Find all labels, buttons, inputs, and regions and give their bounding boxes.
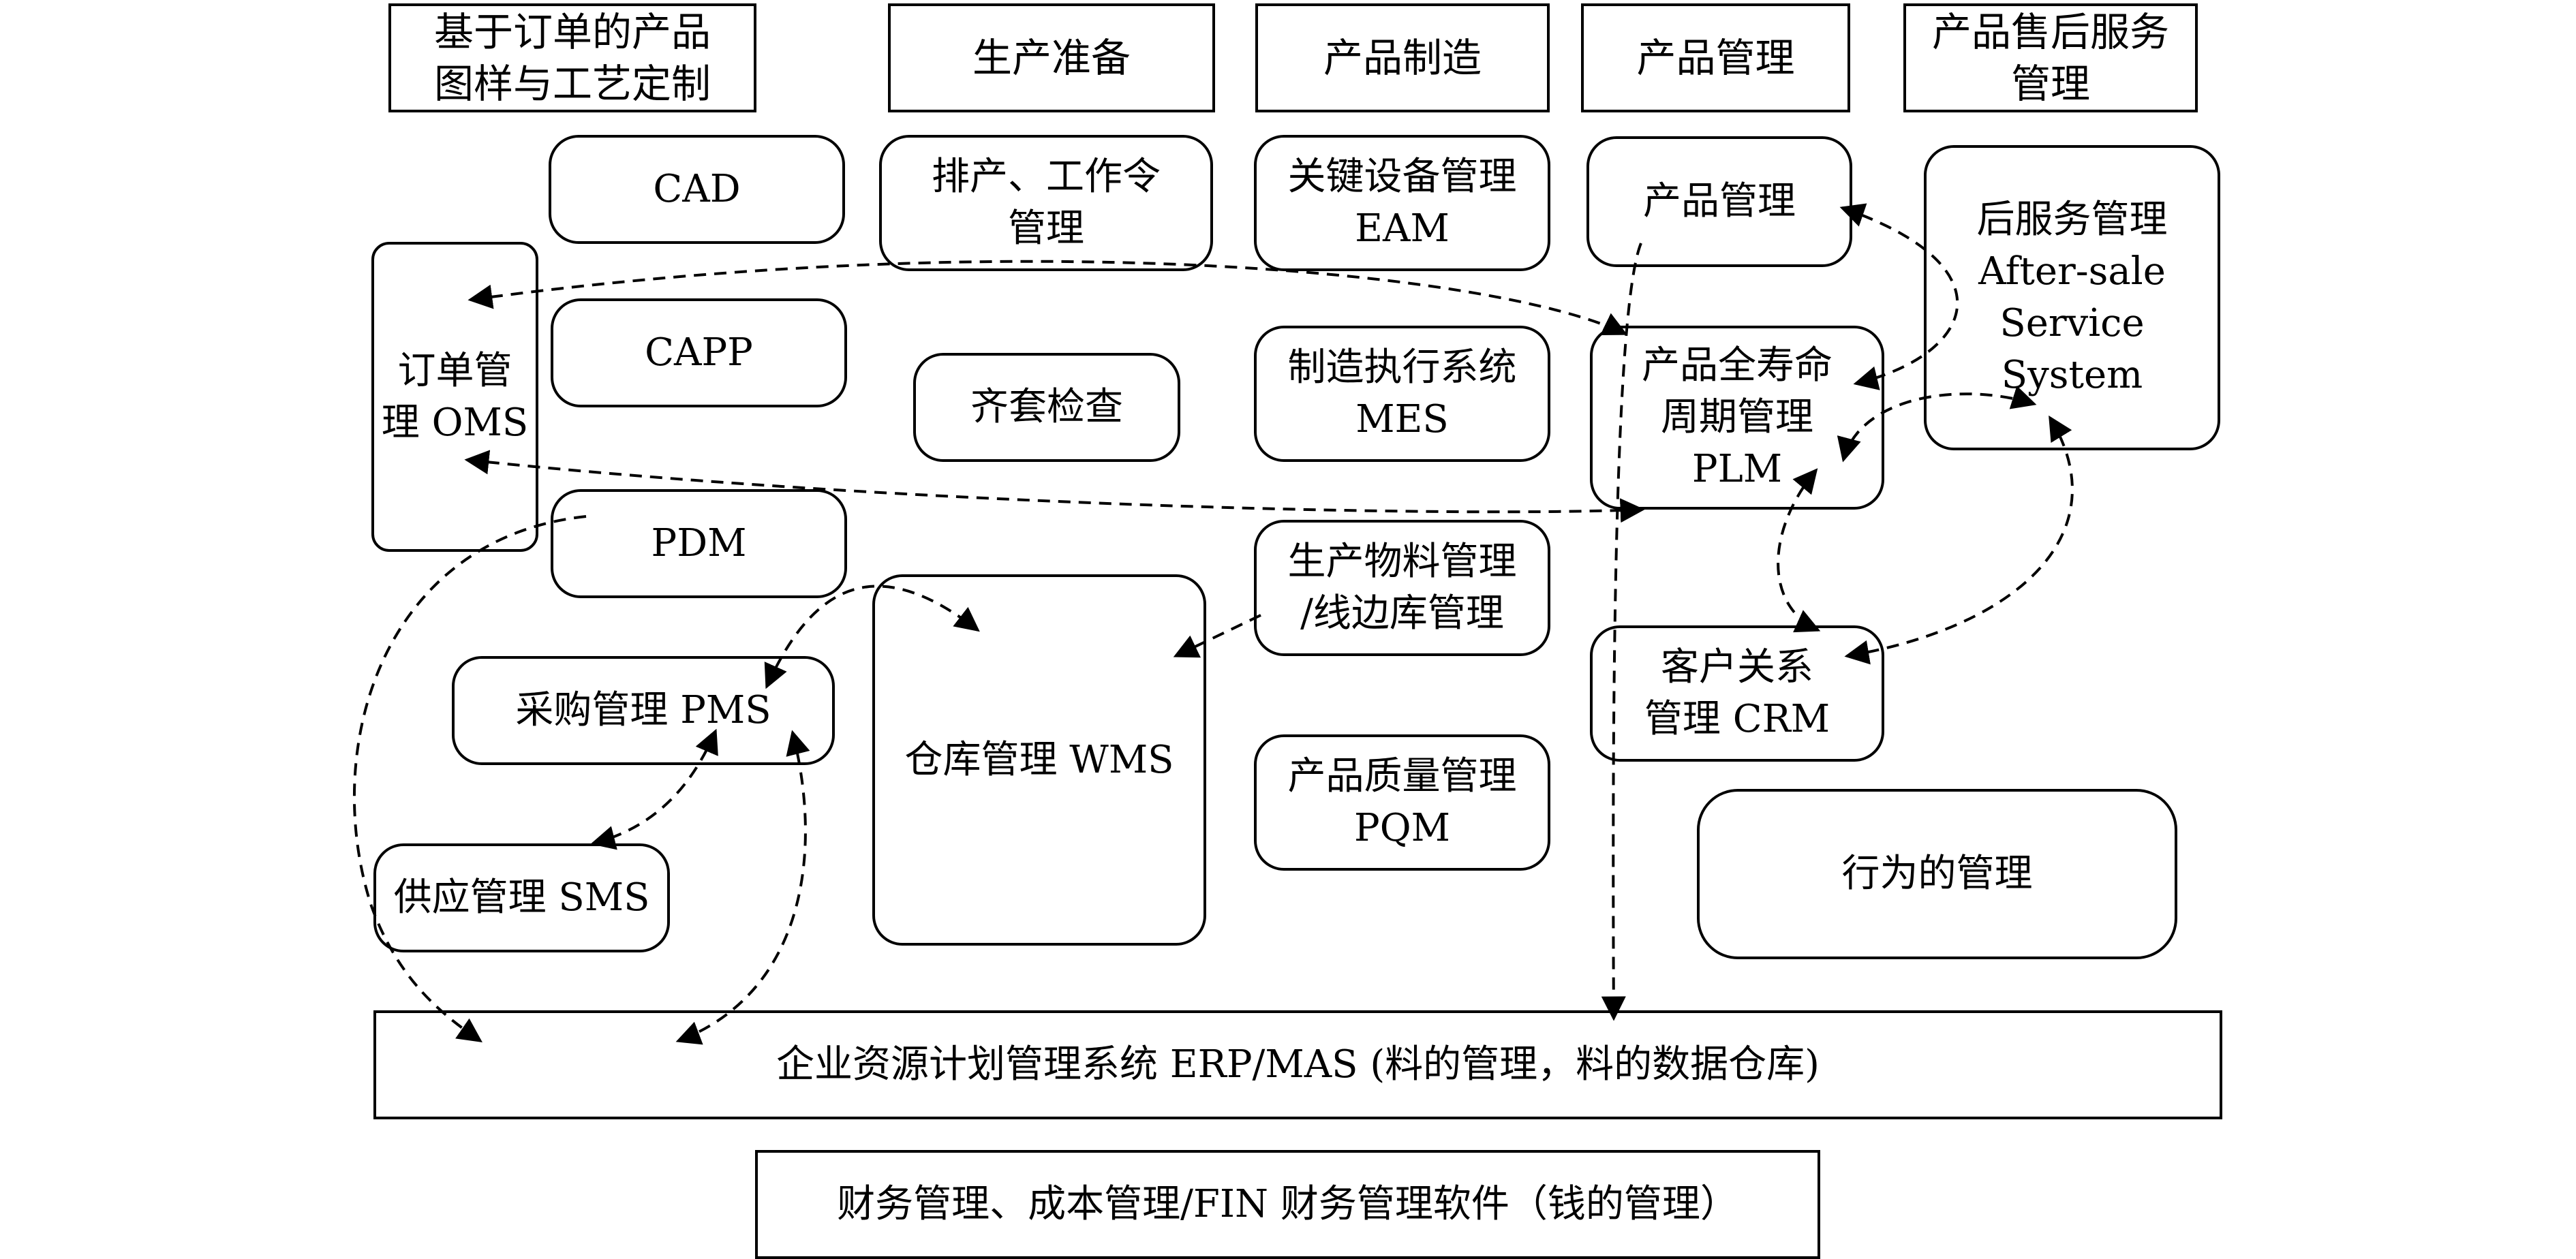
wms-box: 仓库管理 WMS	[872, 574, 1206, 946]
pqm-box: 产品质量管理 PQM	[1254, 734, 1550, 871]
pdm-box: PDM	[551, 489, 847, 598]
header-prep: 生产准备	[888, 3, 1215, 112]
behavior-box: 行为的管理	[1697, 789, 2177, 959]
capp-box: CAPP	[551, 298, 847, 407]
kitting-box: 齐套检查	[913, 353, 1180, 462]
header-custom: 基于订单的产品 图样与工艺定制	[388, 3, 756, 112]
connector-pdm-erp	[353, 515, 587, 1043]
product-mgmt-box: 产品管理	[1586, 136, 1852, 267]
sms-box: 供应管理 SMS	[373, 843, 670, 952]
mes-box: 制造执行系统 MES	[1254, 326, 1550, 462]
header-product: 产品管理	[1581, 3, 1850, 112]
header-aftersale: 产品售后服务 管理	[1903, 3, 2198, 112]
cad-box: CAD	[549, 135, 845, 244]
pms-box: 采购管理 PMS	[452, 656, 835, 765]
plm-box: 产品全寿命 周期管理 PLM	[1590, 326, 1884, 510]
crm-box: 客户关系 管理 CRM	[1590, 625, 1884, 762]
materials-box: 生产物料管理 /线边库管理	[1254, 520, 1550, 656]
eam-box: 关键设备管理 EAM	[1254, 135, 1550, 271]
erp-bar: 企业资源计划管理系统 ERP/MAS (料的管理，料的数据仓库)	[373, 1010, 2222, 1119]
after-sale-system-box: 后服务管理 After-sale Service System	[1924, 145, 2220, 450]
fin-bar: 财务管理、成本管理/FIN 财务管理软件（钱的管理）	[755, 1150, 1820, 1259]
header-mfg: 产品制造	[1255, 3, 1550, 112]
scheduling-box: 排产、工作令 管理	[879, 135, 1213, 271]
connector-pms-erp	[675, 730, 810, 1045]
oms-box: 订单管 理 OMS	[371, 242, 538, 552]
